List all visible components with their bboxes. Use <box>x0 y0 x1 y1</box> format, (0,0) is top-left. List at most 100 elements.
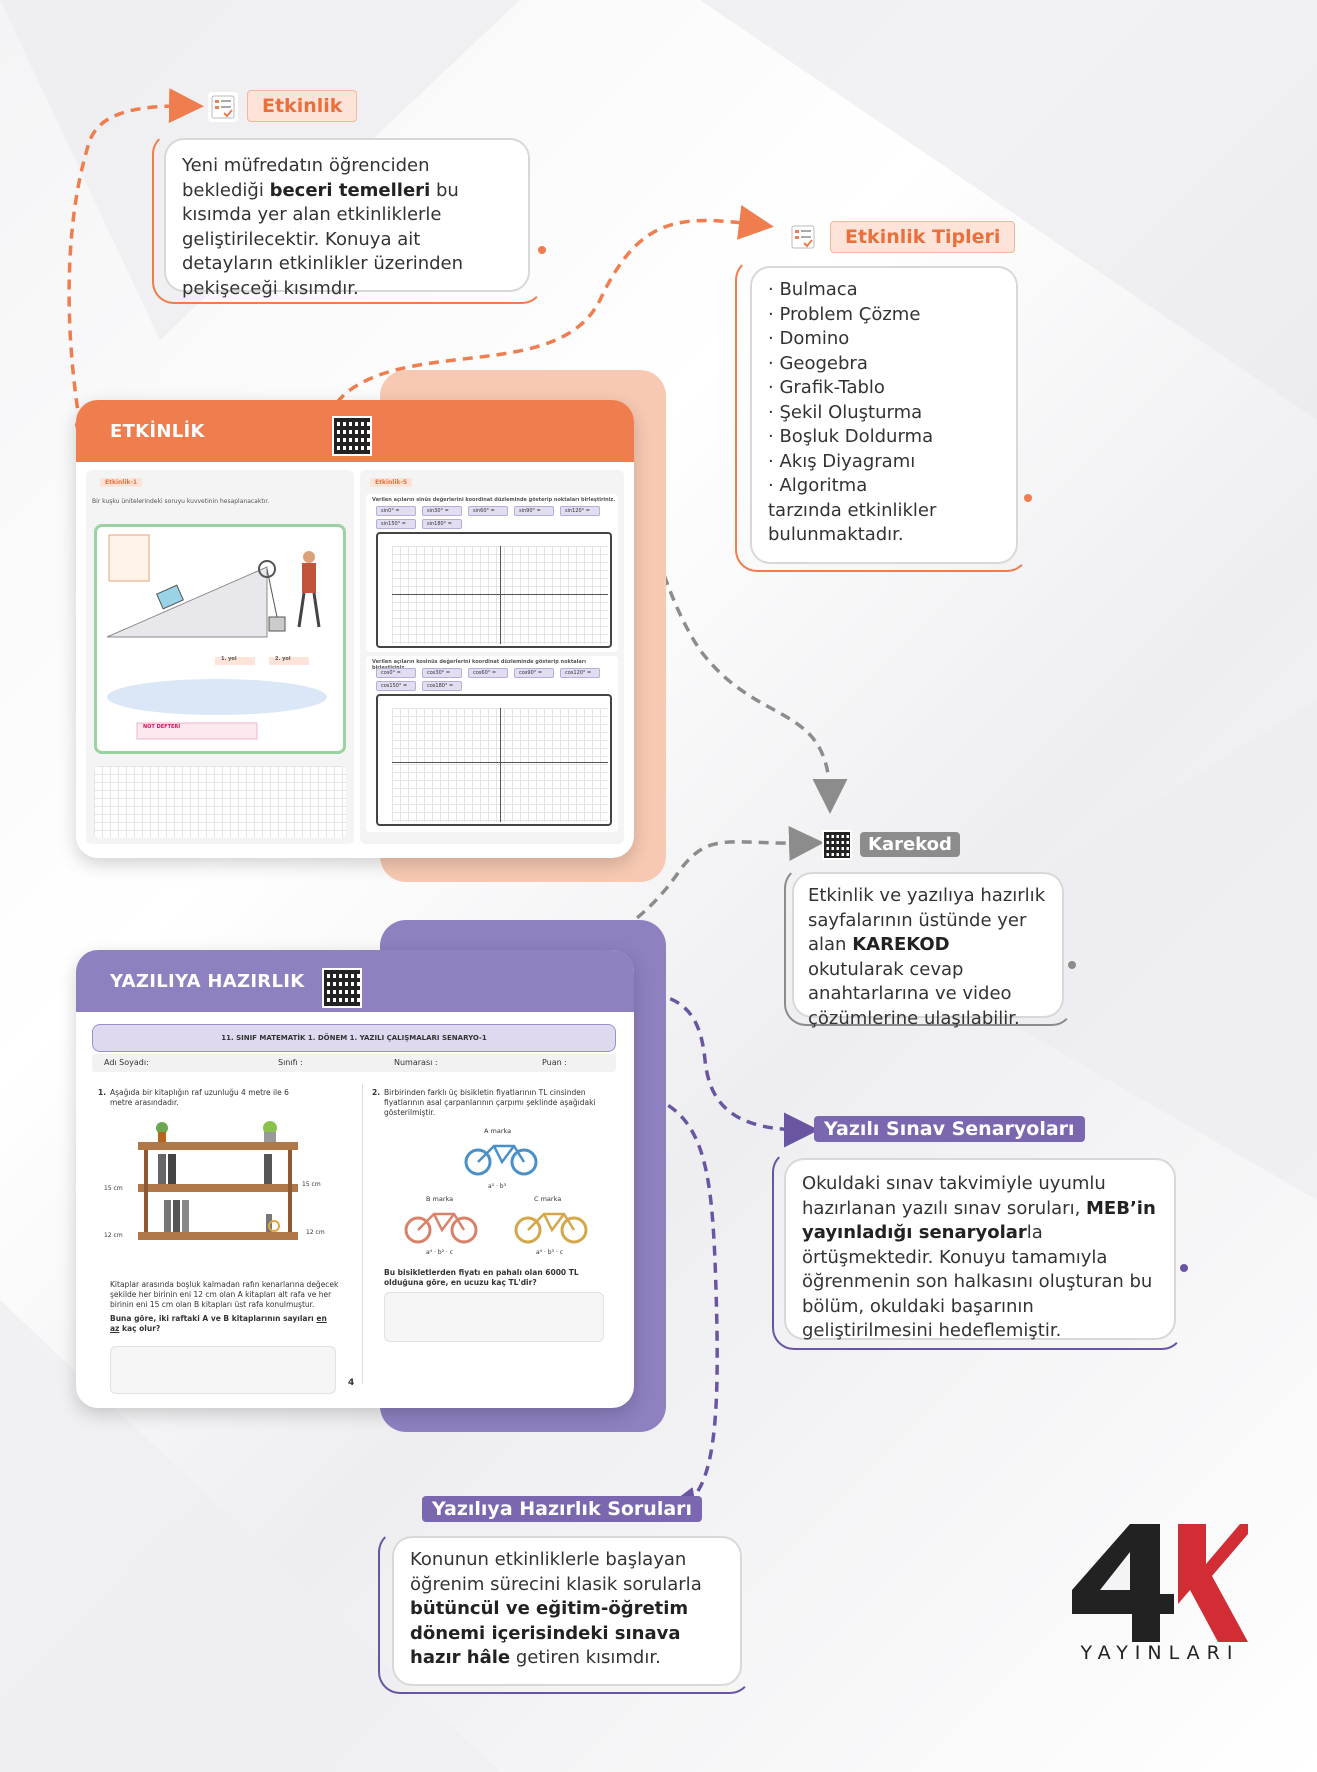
sin-instruction: Verilen açıların sinüs değerlerini koord… <box>372 497 616 503</box>
q1-question-end: kaç olur? <box>119 1324 161 1333</box>
q1-label-upper-right: 15 cm <box>302 1181 321 1188</box>
etkinlik-left-column: Etkinlik-1 Bir kuşku ünitelerindeki soru… <box>86 470 354 844</box>
etkinlik-tipi-item: Problem Çözme <box>768 303 1000 328</box>
text-segment: getiren kısımdır. <box>510 1647 661 1668</box>
etkinlik-page: ETKİNLİK Etkinlik-1 Bir kuşku ünitelerin… <box>76 400 634 858</box>
q1-question: Buna göre, iki raftaki A ve B kitapların… <box>110 1314 330 1334</box>
q1-label-lower-right: 12 cm <box>306 1229 325 1236</box>
etkinlik-tipi-item: Geogebra <box>768 352 1000 377</box>
checklist-icon <box>208 92 238 122</box>
q1-number: 1. <box>98 1088 107 1097</box>
text-segment: Okuldaki sınav takvimiyle uyumlu hazırla… <box>802 1173 1106 1219</box>
bookshelf-figure <box>138 1121 298 1240</box>
etkinlik-callout: Yeni müfredatın öğrenciden beklediği bec… <box>166 140 528 299</box>
etkinlik-1-intro: Bir kuşku ünitelerindeki soruyu kuvvetin… <box>92 498 270 505</box>
etkinlik-tipi-item: Şekil Oluşturma <box>768 401 1000 426</box>
etkinlik-1-answer-grid[interactable] <box>94 766 346 838</box>
etkinlik-tipleri-tag: Etkinlik Tipleri <box>830 221 1016 253</box>
yazili-senaryo-callout: Okuldaki sınav takvimiyle uyumlu hazırla… <box>786 1160 1174 1341</box>
yazili-page-title: YAZILIYA HAZIRLIK <box>110 970 305 992</box>
etkinlik-5-tag: Etkinlik-5 <box>370 478 413 487</box>
q1-text: Aşağıda bir kitaplığın raf uzunluğu 4 me… <box>110 1088 289 1107</box>
field-sinif[interactable]: Sınıfı : <box>278 1058 303 1067</box>
cos-exercise: Verilen açıların kosinüs değerlerini koo… <box>366 656 618 832</box>
yaziliya-sorular-tag: Yazılıya Hazırlık Soruları <box>422 1496 703 1522</box>
karekod-tag: Karekod <box>860 832 960 857</box>
karekod-callout-text: Etkinlik ve yazılıya hazırlık sayfaların… <box>808 884 1048 1031</box>
etkinlik-page-title: ETKİNLİK <box>110 420 205 442</box>
etkinlik-tipi-item: Boşluk Doldurma <box>768 425 1000 450</box>
karekod-border <box>784 866 1074 1026</box>
yaziliya-sorular-callout: Konunun etkinliklerle başlayan öğrenim s… <box>394 1538 740 1684</box>
bike-c-price: a⁴ · b³ · c <box>536 1249 564 1256</box>
angle-label: cos30° = <box>422 668 462 678</box>
karekod-qr-icon <box>822 830 852 860</box>
q2-text: Birbirinden farklı üç bisikletin fiyatla… <box>384 1088 596 1117</box>
page-number: 4 <box>348 1378 355 1388</box>
logo-subtitle: YAYINLARI <box>1080 1642 1240 1664</box>
q2-answer-box[interactable] <box>384 1292 604 1342</box>
angle-label: cos120° = <box>560 668 600 678</box>
etkinlik-qr-icon[interactable] <box>332 416 372 456</box>
angle-label: sin0° = <box>376 506 416 516</box>
sin-exercise: Verilen açıların sinüs değerlerini koord… <box>366 494 618 652</box>
bike-c-label: C marka <box>534 1195 562 1203</box>
text-segment: Etkinlik ve yazılıya hazırlık sayfaların… <box>808 885 1046 955</box>
q1-body: Kitaplar arasında boşluk kalmadan rafın … <box>110 1280 339 1309</box>
cos-geogebra-window[interactable] <box>376 694 612 826</box>
checklist-icon <box>788 222 818 252</box>
yazili-senaryo-dot <box>1180 1264 1188 1272</box>
yazili-senaryo-text: Okuldaki sınav takvimiyle uyumlu hazırla… <box>802 1172 1158 1344</box>
karekod-callout: Etkinlik ve yazılıya hazırlık sayfaların… <box>794 874 1062 1029</box>
q1-question-part: Buna göre, iki raftaki A ve B kitapların… <box>110 1314 317 1323</box>
etkinlik-callout-border <box>152 132 544 304</box>
angle-label: cos0° = <box>376 668 416 678</box>
yazili-senaryo-tag: Yazılı Sınav Senaryoları <box>814 1116 1085 1142</box>
bike-b-label: B marka <box>426 1195 454 1203</box>
bold-segment: MEB’in yayınladığı senaryolar <box>802 1197 1156 1244</box>
bike-a-icon <box>464 1144 538 1176</box>
field-numara[interactable]: Numarası : <box>394 1058 438 1067</box>
etkinlik-tipi-item: Grafik-Tablo <box>768 376 1000 401</box>
4k-logo-mark <box>1072 1524 1248 1642</box>
text-segment: okutularak cevap anahtarlarına ve video … <box>808 958 1020 1029</box>
q1-label-upper-left: 15 cm <box>104 1185 123 1192</box>
etkinlik-tipi-item: Domino <box>768 327 1000 352</box>
yazili-qr-icon[interactable] <box>322 968 362 1008</box>
etkinlik-tipleri-border <box>735 258 1029 572</box>
etkinlik-tipleri-dot <box>1024 494 1032 502</box>
sin-geogebra-window[interactable] <box>376 532 612 648</box>
etkinlik-tipleri-callout: BulmacaProblem ÇözmeDominoGeogebraGrafik… <box>752 268 1016 562</box>
angle-label: sin90° = <box>514 506 554 516</box>
field-puan[interactable]: Puan : <box>542 1058 567 1067</box>
etkinlik-1-tag: Etkinlik-1 <box>100 478 143 487</box>
etkinlik-tipleri-suffix: tarzında etkinlikler bulunmaktadır. <box>768 499 937 546</box>
etkinlik-1-figure: 1. yol 2. yol NOT DEFTERİ <box>94 524 346 754</box>
field-ad-soyad[interactable]: Adı Soyadı: <box>104 1058 149 1067</box>
bold-segment: beceri temelleri <box>269 179 431 201</box>
text-segment: Yeni müfredatın öğrenciden beklediği <box>182 155 430 201</box>
etkinlik-callout-dot <box>538 246 546 254</box>
yazili-page: YAZILIYA HAZIRLIK 11. SINIF MATEMATİK 1.… <box>76 950 634 1408</box>
yazili-senaryo-border <box>772 1150 1184 1350</box>
sin-label-row: sin0° =sin30° =sin60° =sin90° =sin120° =… <box>376 506 612 529</box>
text-segment: bu kısımda yer alan etkinliklerle gelişt… <box>182 179 464 299</box>
bold-segment: KAREKOD <box>852 934 950 955</box>
angle-label: sin180° = <box>422 519 462 529</box>
etkinlik-callout-text: Yeni müfredatın öğrenciden beklediği bec… <box>182 154 512 301</box>
yaziliya-sorular-text: Konunun etkinliklerle başlayan öğrenim s… <box>410 1548 724 1671</box>
etkinlik-tag: Etkinlik <box>247 90 358 122</box>
etkinlik-tipi-item: Bulmaca <box>768 278 1000 303</box>
question-2: 2. Birbirinden farklı üç bisikletin fiya… <box>372 1088 622 1388</box>
exam-fields-row: Adı Soyadı: Sınıfı : Numarası : Puan : <box>92 1054 616 1072</box>
etkinlik-tipleri-list: BulmacaProblem ÇözmeDominoGeogebraGrafik… <box>768 278 1000 499</box>
bike-b-price: a⁴ · b² · c <box>426 1249 454 1256</box>
q1-answer-box[interactable] <box>110 1346 336 1394</box>
karekod-dot <box>1068 961 1076 969</box>
year-label-2: 2. yol <box>275 656 291 662</box>
question-1: 1. Aşağıda bir kitaplığın raf uzunluğu 4… <box>98 1088 354 1398</box>
q1-label-lower-left: 12 cm <box>104 1232 123 1239</box>
text-segment: la örtüşmektedir. Konuyu tamamıyla öğren… <box>802 1222 1153 1341</box>
exam-title: 11. SINIF MATEMATİK 1. DÖNEM 1. YAZILI Ç… <box>221 1034 487 1042</box>
